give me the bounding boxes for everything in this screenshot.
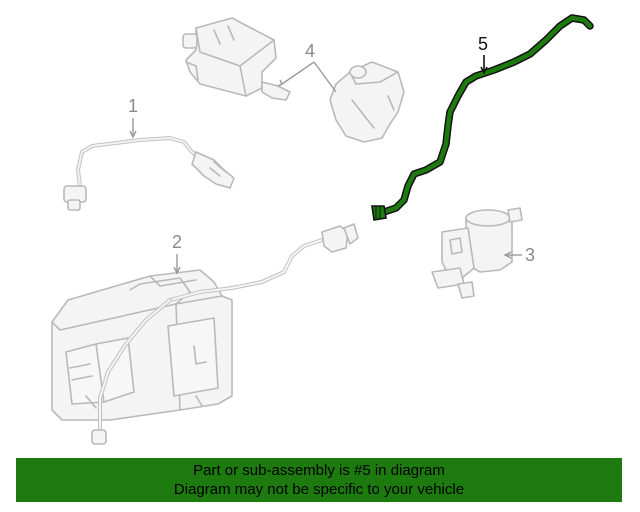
part-4-bracket[interactable] — [329, 61, 405, 143]
exploded-parts-diagram: 4 1 — [51, 14, 594, 445]
callout-1: 1 — [128, 96, 138, 116]
part-5-hose-highlighted[interactable] — [371, 14, 594, 221]
leader-line-4 — [281, 61, 337, 93]
part-2-vapor-hose[interactable] — [91, 223, 359, 445]
leader-arrow-4 — [277, 79, 283, 87]
leader-arrow-3 — [503, 251, 512, 259]
part-info-banner: Part or sub-assembly is #5 in diagram Di… — [16, 458, 622, 502]
leader-arrow-5 — [480, 66, 488, 75]
leader-arrow-2 — [173, 266, 181, 275]
callout-5: 5 — [478, 34, 488, 54]
part-3-purge-valve[interactable] — [431, 207, 523, 299]
banner-line-part-number: Part or sub-assembly is #5 in diagram — [193, 462, 445, 479]
part-4-solenoid-valve[interactable] — [182, 17, 291, 101]
callout-4: 4 — [305, 41, 315, 61]
leader-arrow-1 — [129, 130, 137, 139]
part-1-sensor-harness[interactable] — [63, 136, 235, 211]
callout-3: 3 — [525, 245, 535, 265]
callout-2: 2 — [172, 232, 182, 252]
banner-line-disclaimer: Diagram may not be specific to your vehi… — [173, 481, 465, 498]
